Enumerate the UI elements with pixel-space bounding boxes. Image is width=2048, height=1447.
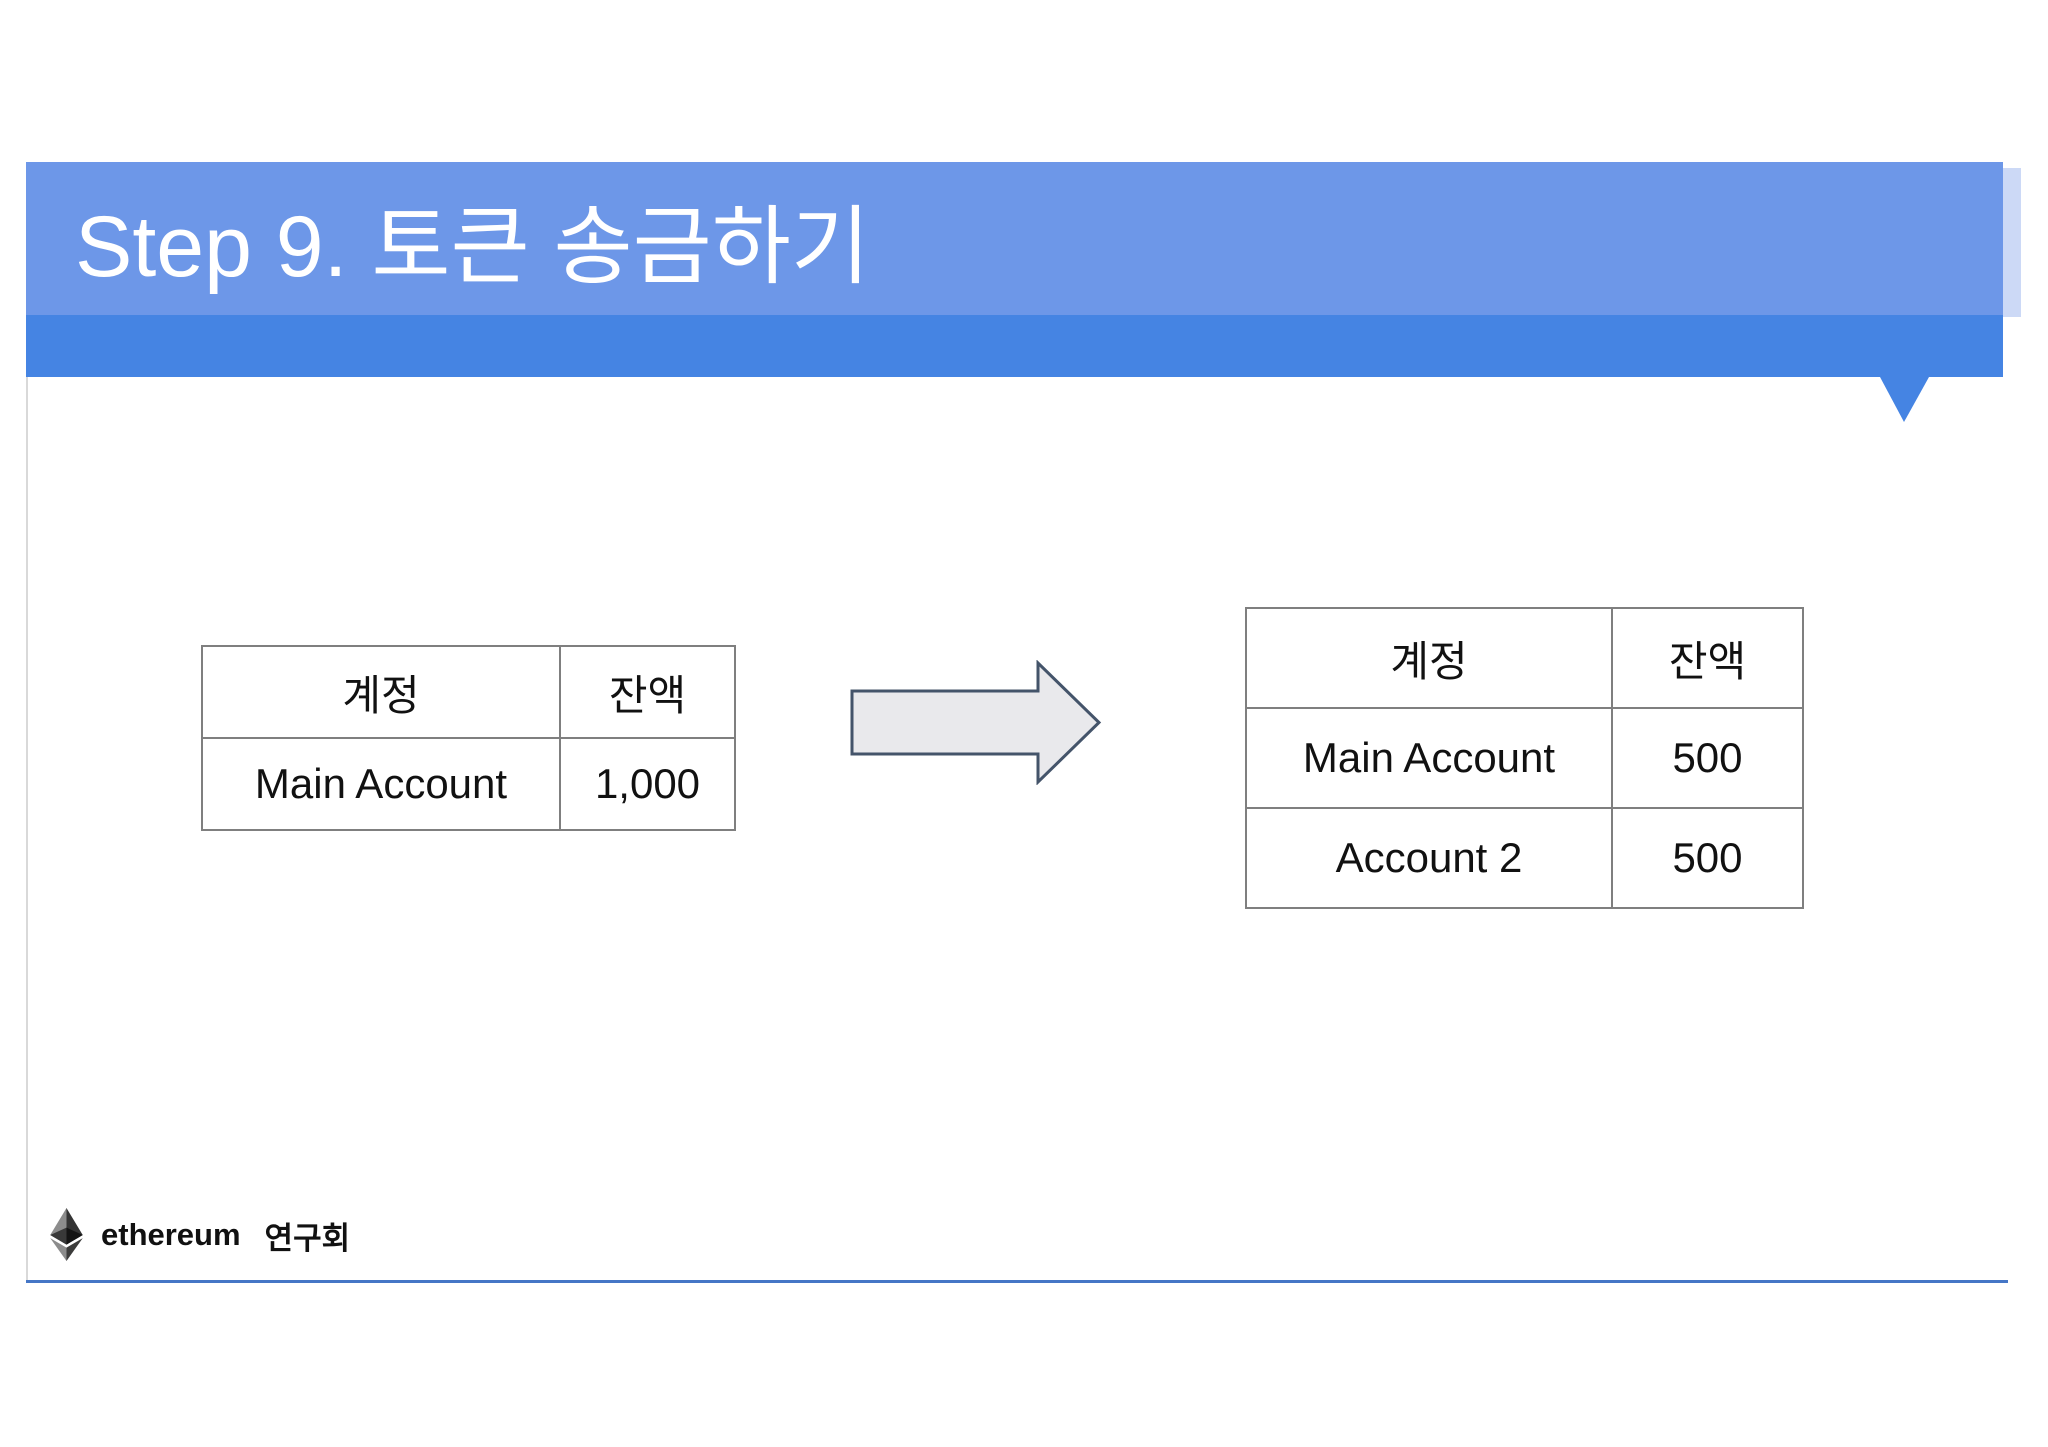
footer-group: 연구회 [264, 1220, 351, 1256]
ethereum-logo-icon [50, 1208, 83, 1261]
table-header-row: 계정 잔액 [1245, 607, 1804, 709]
balance-value-cell: 1,000 [559, 737, 736, 831]
account-name-cell: Main Account [1245, 707, 1613, 809]
balance-table-after: 계정 잔액 Main Account 500 Account 2 500 [1245, 607, 1804, 909]
balance-value-cell: 500 [1611, 807, 1804, 909]
footer-divider-line [26, 1280, 2008, 1283]
table-row: Account 2 500 [1245, 807, 1804, 909]
table-row: Main Account 1,000 [201, 737, 736, 831]
callout-pointer-down-icon [1880, 377, 1929, 422]
right-arrow-icon [850, 659, 1102, 786]
column-header-balance: 잔액 [559, 645, 736, 739]
column-header-account: 계정 [201, 645, 561, 739]
content-left-border [26, 377, 28, 1282]
header-accent-band [26, 315, 2003, 377]
column-header-account: 계정 [1245, 607, 1613, 709]
account-name-cell: Main Account [201, 737, 561, 831]
header-drop-shadow [2003, 168, 2021, 317]
balance-table-before: 계정 잔액 Main Account 1,000 [201, 645, 736, 831]
slide-header: Step 9. 토큰 송금하기 [26, 162, 2003, 315]
table-row: Main Account 500 [1245, 707, 1804, 809]
account-name-cell: Account 2 [1245, 807, 1613, 909]
footer-brand: ethereum [101, 1217, 241, 1252]
footer-credit: ethereum 연구회 [101, 1216, 350, 1256]
table-header-row: 계정 잔액 [201, 645, 736, 739]
column-header-balance: 잔액 [1611, 607, 1804, 709]
balance-value-cell: 500 [1611, 707, 1804, 809]
slide-title: Step 9. 토큰 송금하기 [75, 198, 871, 295]
